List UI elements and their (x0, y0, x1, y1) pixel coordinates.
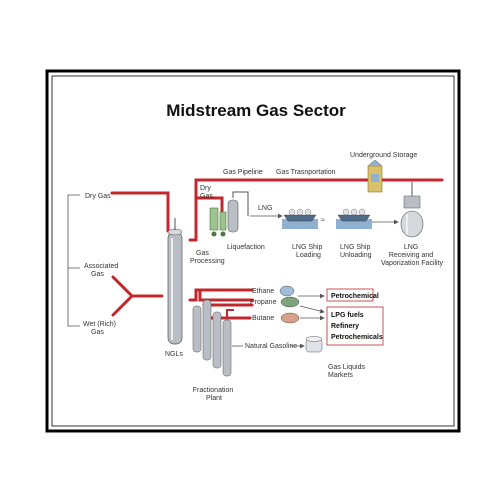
lpg-group-box (326, 306, 384, 346)
lng-ship-unloading (336, 208, 372, 229)
lng-ship-loading (282, 208, 318, 229)
lng-ship-loading-label: LNG Ship Loading (292, 244, 324, 259)
petrochemical-box (326, 288, 374, 302)
source-bracket (67, 194, 80, 327)
gas-processing-tower (167, 218, 183, 345)
fractionation-plant (192, 299, 234, 377)
inner-frame (51, 75, 455, 427)
gas-transportation-label: Gas Trasnportation (276, 169, 336, 176)
lng-receiving-facility (400, 182, 424, 238)
gas-liquids-markets-label: Gas Liquids Markets (328, 364, 367, 379)
natural-gasoline-label: Natural Gasoline (245, 343, 297, 350)
underground-storage (367, 159, 383, 193)
ethane-pipe (198, 288, 254, 302)
liquefaction-label: Liquefaction (227, 244, 265, 251)
lng-facility-label: LNG Receiving and Vaporization Facility (381, 244, 444, 267)
propane-tank (280, 296, 300, 308)
lng-label: LNG (258, 205, 272, 212)
wave-separator: ≈ (321, 217, 325, 224)
wet-gas-label: Wet (Rich) Gas (83, 321, 118, 336)
petrochemical-label: Petrochemical (331, 293, 379, 300)
dry-gas-pipeline (110, 191, 170, 233)
gas-processing-label: Gas Processing (190, 250, 225, 265)
gasoline-tank (305, 336, 323, 353)
butane-tank (280, 312, 300, 324)
associated-gas-label: Associated Gas (84, 263, 120, 278)
propane-label: Propane (250, 299, 277, 306)
lng-ship-unloading-label: LNG Ship Unloading (340, 244, 372, 259)
fractionation-plant-label: Fractionation Plant (193, 387, 235, 402)
underground-storage-label: Underground Storage (350, 152, 417, 159)
gas-pipeline-label: Gas Pipeline (223, 169, 263, 176)
lpg-group-labels: LPG fuels Refinery Petrochemicals (331, 312, 383, 341)
liquefaction-unit (209, 191, 249, 237)
ethane-label: Ethane (252, 288, 274, 295)
ethane-tank (279, 285, 295, 297)
dry-gas-branch-label: Dry Gas (200, 185, 213, 200)
butane-label: Butane (252, 315, 274, 322)
gas-pipeline-main (188, 178, 444, 242)
ngl-pipe (188, 288, 254, 302)
dry-gas-branch-pipe (194, 196, 224, 214)
ngls-label: NGLs (165, 351, 183, 358)
propane-market-arrow (299, 305, 325, 314)
diagram-title: Midstream Gas Sector (166, 101, 346, 120)
dry-gas-label: Dry Gas (85, 193, 111, 200)
outer-frame (45, 69, 461, 433)
associated-gas-pipeline (111, 275, 152, 317)
